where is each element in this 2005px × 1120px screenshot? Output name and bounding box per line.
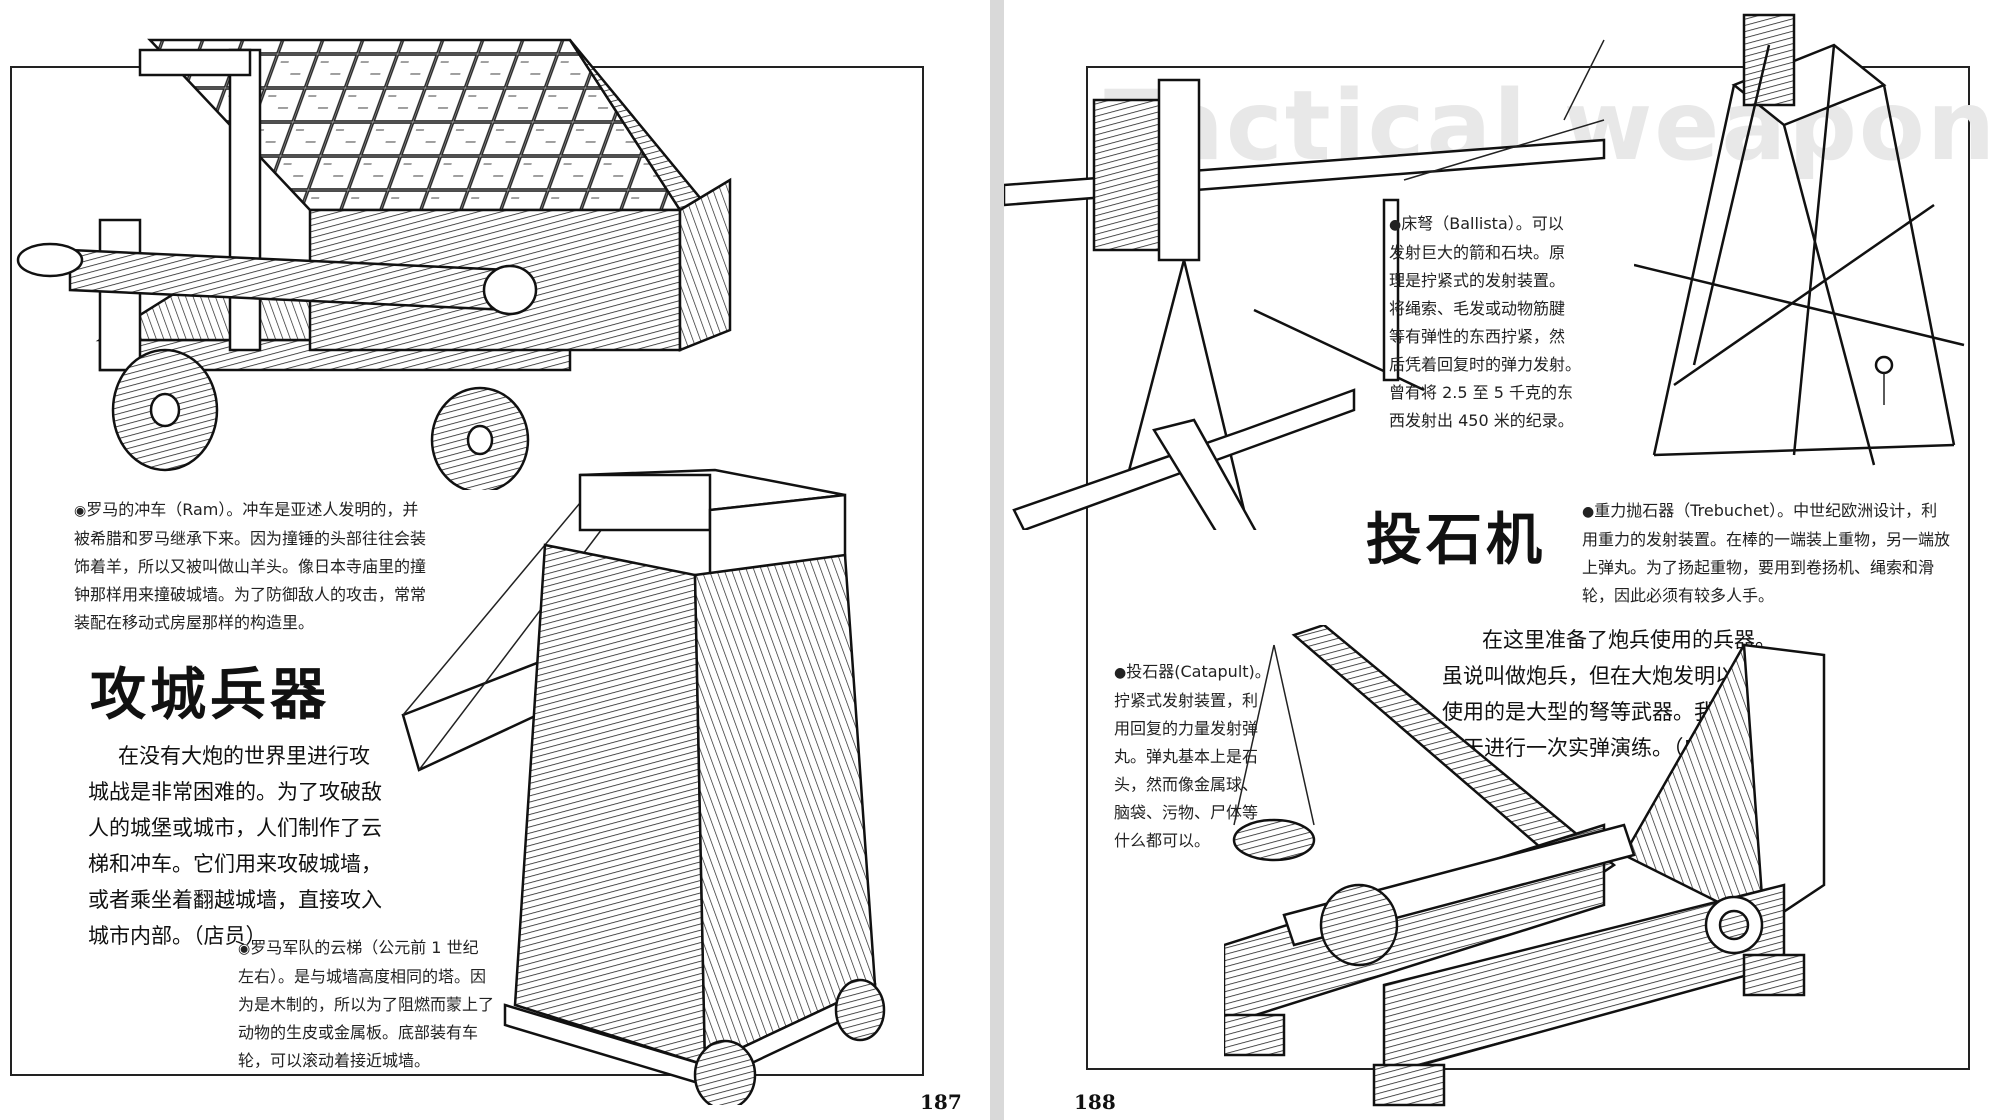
- catapult-caption-line: ●投石器(Catapult)。: [1114, 658, 1294, 687]
- trebuchet-caption-line: ●重力抛石器（Trebuchet）。中世纪欧洲设计，利: [1582, 497, 2002, 526]
- tower-caption-line: ◉罗马军队的云梯（公元前 1 世纪: [238, 934, 528, 963]
- ram-caption-line: 装配在移动式房屋那样的构造里。: [74, 613, 315, 632]
- bullet-icon: ●: [1389, 217, 1402, 233]
- page-title: 投石机: [1366, 508, 1546, 573]
- left-page: ◉罗马的冲车（Ram）。冲车是亚述人发明的，并 被希腊和罗马继承下来。因为撞锤的…: [0, 0, 990, 1120]
- ballista-caption-line: 理是拧紧式的发射装置。: [1389, 271, 1566, 290]
- page-title: 攻城兵器: [90, 663, 330, 728]
- caption-text: 床弩（Ballista）。可以: [1401, 214, 1564, 233]
- bullet-icon: ●: [1582, 504, 1595, 520]
- caption-text: 投石器(Catapult)。: [1126, 662, 1271, 681]
- catapult-caption-line: 头，然而像金属球、: [1114, 775, 1259, 794]
- ballista-caption-line: 等有弹性的东西拧紧，然: [1389, 327, 1566, 346]
- tower-caption-line: 左右）。是与城墙高度相同的塔。因: [238, 967, 487, 986]
- catapult-caption-line: 什么都可以。: [1114, 831, 1211, 850]
- right-page-frame: [1086, 66, 1970, 1070]
- ram-caption-line: 饰着羊，所以又被叫做山羊头。像日本寺庙里的撞: [74, 557, 427, 576]
- catapult-caption-line: 拧紧式发射装置，利: [1114, 691, 1259, 710]
- ballista-caption-line: ●床弩（Ballista）。可以: [1389, 210, 1639, 239]
- body-line: 城战是非常困难的。为了攻破敌: [88, 780, 382, 804]
- bullet-icon: ◉: [238, 941, 251, 957]
- trebuchet-caption-line: 用重力的发射装置。在棒的一端装上重物，另一端放: [1582, 530, 1951, 549]
- tower-caption-line: 为是木制的，所以为了阻燃而蒙上了: [238, 995, 495, 1014]
- page-number: 188: [1074, 1090, 1116, 1114]
- catapult-caption-line: 丸。弹丸基本上是石: [1114, 747, 1259, 766]
- body-line: 人的城堡或城市，人们制作了云: [88, 816, 382, 840]
- trebuchet-caption-line: 上弹丸。为了扬起重物，要用到卷扬机、绳索和滑: [1582, 558, 1935, 577]
- bullet-icon: ◉: [74, 503, 87, 519]
- caption-text: 罗马军队的云梯（公元前 1 世纪: [250, 938, 479, 957]
- body-text: 在没有大炮的世界里进行攻 城战是非常困难的。为了攻破敌 人的城堡或城市，人们制作…: [88, 738, 448, 954]
- siege-tower-illustration: [401, 468, 886, 1105]
- ballista-caption-line: 西发射出 450 米的纪录。: [1389, 411, 1574, 430]
- caption-text: 重力抛石器（Trebuchet）。中世纪欧洲设计，利: [1594, 501, 1938, 520]
- catapult-caption-line: 用回复的力量发射弹: [1114, 719, 1259, 738]
- ram-caption: ◉罗马的冲车（Ram）。冲车是亚述人发明的，并 被希腊和罗马继承下来。因为撞锤的…: [74, 496, 494, 637]
- ram-caption-line: 钟那样用来撞破城墙。为了防御敌人的攻击，常常: [74, 585, 427, 604]
- caption-text: 罗马的冲车（Ram）。冲车是亚述人发明的，并: [86, 500, 419, 519]
- ballista-caption-line: 发射巨大的箭和石块。原: [1389, 243, 1566, 262]
- trebuchet-illustration: [1634, 13, 1965, 466]
- body-line: 梯和冲车。它们用来攻破城墙，: [88, 852, 382, 876]
- catapult-illustration: [1224, 625, 1826, 1107]
- ballista-caption-line: 将绳索、毛发或动物筋腱: [1389, 299, 1566, 318]
- body-line: 在没有大炮的世界里进行攻: [118, 744, 370, 768]
- tower-caption: ◉罗马军队的云梯（公元前 1 世纪 左右）。是与城墙高度相同的塔。因 为是木制的…: [238, 934, 528, 1075]
- ram-caption-line: 被希腊和罗马继承下来。因为撞锤的头部往往会装: [74, 529, 427, 548]
- tower-caption-line: 动物的生皮或金属板。底部装有车: [238, 1023, 479, 1042]
- body-line: 或者乘坐着翻越城墙，直接攻入: [88, 888, 382, 912]
- ballista-caption: ●床弩（Ballista）。可以 发射巨大的箭和石块。原 理是拧紧式的发射装置。…: [1389, 210, 1639, 435]
- body-line: 城市内部。（店员）: [88, 924, 267, 948]
- catapult-caption-line: 脑袋、污物、尸体等: [1114, 803, 1259, 822]
- tower-caption-line: 轮，可以滚动着接近城墙。: [238, 1051, 431, 1070]
- trebuchet-caption-line: 轮，因此必须有较多人手。: [1582, 586, 1775, 605]
- catapult-caption: ●投石器(Catapult)。 拧紧式发射装置，利 用回复的力量发射弹 丸。弹丸…: [1114, 658, 1294, 855]
- ram-illustration: [16, 38, 732, 490]
- ballista-caption-line: 曾有将 2.5 至 5 千克的东: [1389, 383, 1573, 402]
- ram-caption-line: ◉罗马的冲车（Ram）。冲车是亚述人发明的，并: [74, 496, 494, 525]
- ballista-caption-line: 后凭着回复时的弹力发射。: [1389, 355, 1582, 374]
- trebuchet-caption: ●重力抛石器（Trebuchet）。中世纪欧洲设计，利 用重力的发射装置。在棒的…: [1582, 497, 2002, 610]
- body-line: 在这里准备了炮兵使用的兵器。: [1482, 628, 1776, 652]
- ballista-illustration: [1004, 39, 1606, 530]
- page-number: 187: [920, 1090, 962, 1114]
- right-page: Tactical weapon ●床弩（Ballista）。可以 发射巨大的箭和…: [1004, 0, 2005, 1120]
- bullet-icon: ●: [1114, 665, 1127, 681]
